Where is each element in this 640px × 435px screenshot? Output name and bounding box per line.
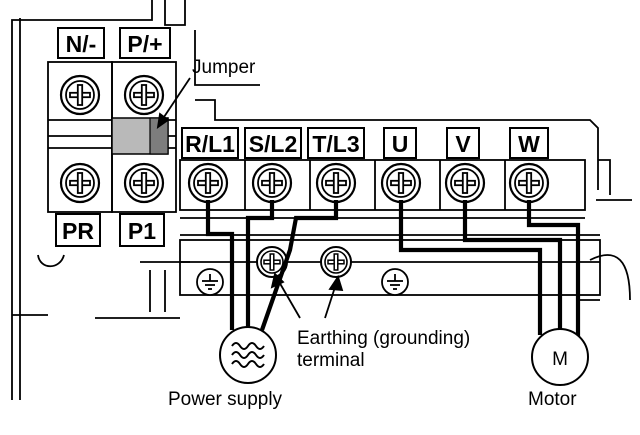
jumper-arrow: [156, 77, 191, 129]
screw-icon: [123, 74, 165, 116]
motor-wiring: [398, 200, 581, 338]
screw-icon: [59, 74, 101, 116]
screw-icon: [187, 162, 229, 204]
screw-icon: [315, 162, 357, 204]
screw-icon: [59, 162, 101, 204]
terminal-label-p: P/+: [127, 31, 162, 57]
earthing-label-line2: terminal: [297, 350, 365, 371]
earthing-screw-icon: [320, 246, 352, 278]
terminal-label-p1: P1: [128, 218, 156, 244]
terminal-label-w: W: [518, 131, 540, 157]
terminal-label-s: S/L2: [249, 131, 298, 157]
ground-symbol-icon: [196, 268, 224, 296]
screw-icon: [380, 162, 422, 204]
power-supply-label: Power supply: [168, 389, 283, 410]
terminal-label-v: V: [455, 131, 471, 157]
screw-icon: [251, 162, 293, 204]
inverter-housing: [11, 0, 632, 400]
terminal-labels: N/- P/+ PR P1 R/L1 S/L2 T/L3 U V W: [55, 27, 549, 247]
motor-icon: M: [531, 328, 589, 386]
supply-wiring: [205, 200, 339, 331]
motor-label: Motor: [528, 389, 577, 410]
terminal-label-t: T/L3: [312, 131, 359, 157]
motor-symbol-text: M: [552, 349, 568, 370]
screw-icon: [508, 162, 550, 204]
screw-icon: [123, 162, 165, 204]
screw-icon: [444, 162, 486, 204]
jumper-label: Jumper: [192, 57, 256, 78]
ac-source-icon: [219, 326, 277, 384]
terminal-label-n: N/-: [66, 31, 97, 57]
terminal-label-r: R/L1: [185, 131, 235, 157]
terminal-label-pr: PR: [62, 218, 94, 244]
terminal-label-u: U: [392, 131, 409, 157]
ground-symbol-icon: [381, 268, 409, 296]
earthing-arrows: [270, 272, 344, 319]
earthing-label-line1: Earthing (grounding): [297, 328, 470, 349]
